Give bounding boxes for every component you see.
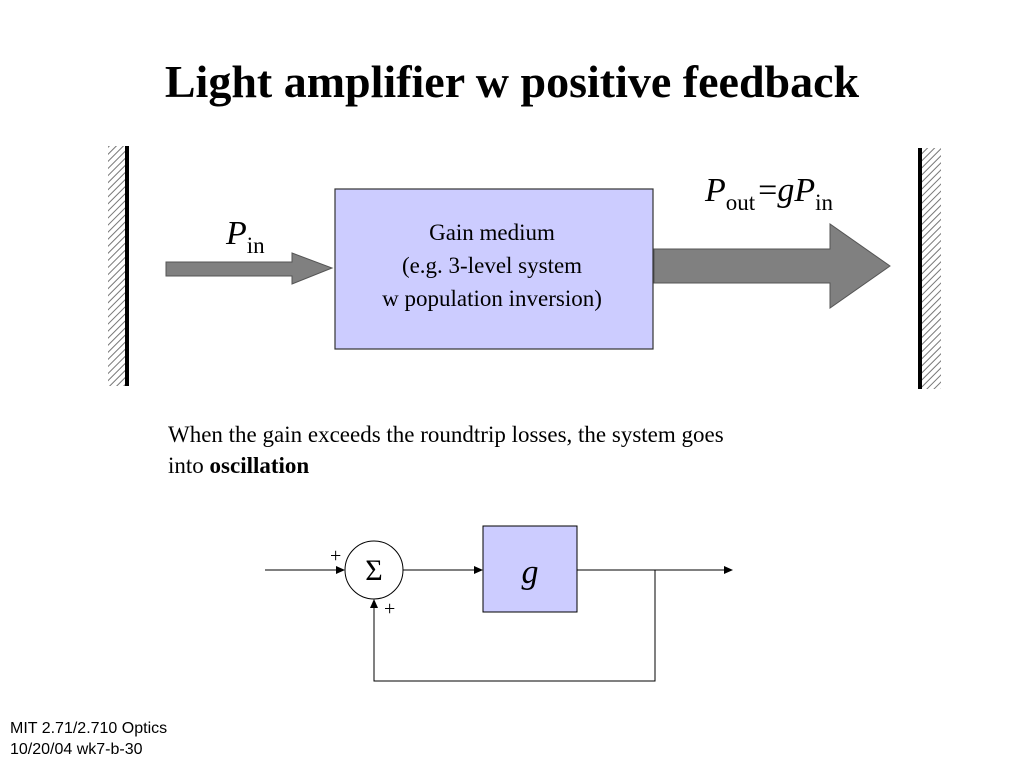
left-mirror [108,146,129,386]
input-arrow [165,252,334,285]
output-input-subscript: in [815,190,833,215]
feedback-arrowhead [370,599,378,608]
input-signal-arrowhead [336,566,345,574]
gain-medium-line-3: w population inversion) [382,286,602,311]
gain-block [482,525,578,613]
input-power-symbol: P [225,215,247,252]
feedback-path [373,570,656,682]
footer-course: MIT 2.71/2.710 Optics [10,720,168,737]
output-equals: = [758,172,777,209]
slide-title: Light amplifier w positive feedback [164,56,860,107]
gain-block-label: g [522,554,539,591]
caption-emphasis: oscillation [209,453,310,478]
right-mirror [918,148,941,389]
footer: MIT 2.71/2.710 Optics 10/20/04 wk7-b-30 [10,718,167,760]
gain-medium-line-2: (e.g. 3-level system [402,253,582,278]
input-power-label: Pin [225,215,265,258]
output-arrow [653,223,891,309]
caption-prefix: into [168,453,210,478]
output-signal-arrowhead [724,566,733,574]
output-power-subscript: out [726,190,756,215]
feedback-diagram: Σ + + g [265,525,733,682]
plus-sign-top: + [330,545,341,567]
plus-sign-bottom: + [384,598,395,620]
output-power-label: Pout=gPin [704,172,834,215]
summer-to-gain-arrowhead [474,566,483,574]
output-gain: g [777,172,794,209]
footer-date-slide: 10/20/04 wk7-b-30 [10,741,143,758]
summing-symbol: Σ [365,554,382,587]
output-input-symbol: P [793,172,815,209]
caption: When the gain exceeds the roundtrip loss… [168,419,888,481]
output-power-symbol: P [704,172,726,209]
caption-line-1: When the gain exceeds the roundtrip loss… [168,422,724,447]
gain-medium-box [334,188,654,350]
gain-medium-line-1: Gain medium [429,220,555,245]
caption-line-2: into oscillation [168,450,888,481]
input-power-subscript: in [247,233,265,258]
